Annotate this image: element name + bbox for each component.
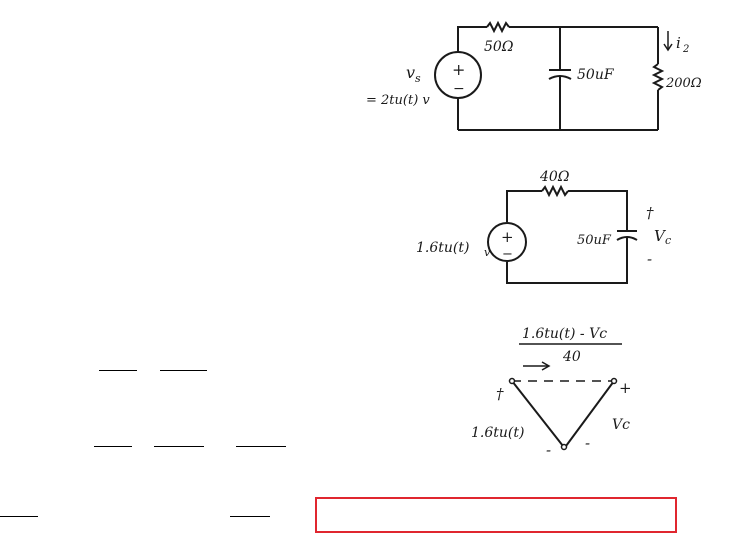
kvl-diagram: 1.6tu(t) - Vc 40 † + 1.6tu(t) Vc - - xyxy=(471,326,632,459)
fraction-bar-3b xyxy=(230,516,270,517)
c1-top-wire-left xyxy=(457,26,487,52)
c2-source-minus: − xyxy=(502,247,513,262)
c1-voltage-source xyxy=(434,51,482,99)
c2-vc-subscript: c xyxy=(665,234,671,247)
c1-resistor-50-label: 50Ω xyxy=(484,39,514,55)
circuit-2: + − 40Ω 50uF 1.6tu(t) v † V c - xyxy=(416,169,671,284)
c2-voltage-source xyxy=(487,222,527,262)
fraction-bar-2b xyxy=(154,446,204,447)
c1-current-label: i xyxy=(676,34,681,52)
c2-vc-minus: - xyxy=(647,250,652,268)
c2-resistor-40-label: 40Ω xyxy=(539,169,570,185)
c2-right-wire-bottom xyxy=(506,238,628,284)
d3-denominator: 40 xyxy=(562,349,581,365)
d3-left-label: 1.6tu(t) xyxy=(471,425,524,441)
c1-source-value: = 2tu(t) v xyxy=(366,93,430,108)
c1-current-subscript: 2 xyxy=(682,44,689,55)
d3-left-leg xyxy=(511,380,564,447)
c1-source-name: v xyxy=(406,63,415,82)
c1-resistor-50-zigzag xyxy=(486,20,510,34)
d3-current-arrow-head xyxy=(541,361,551,371)
c1-cap-plate-bottom xyxy=(548,75,572,80)
c2-cap-plate-bottom xyxy=(616,236,638,241)
d3-right-label: Vc xyxy=(612,417,630,433)
fraction-bar-1a xyxy=(99,370,137,371)
d3-bottom-left-minus: - xyxy=(546,441,551,459)
fraction-bar-3a xyxy=(0,516,38,517)
answer-box[interactable] xyxy=(315,497,677,533)
c1-capacitor-label: 50uF xyxy=(577,67,615,83)
d3-right-plus: + xyxy=(619,379,632,397)
c2-vc-label: V xyxy=(654,227,667,245)
c2-source-unit: v xyxy=(484,246,491,259)
c2-vc-plus: † xyxy=(646,204,654,222)
c2-left-wire-top xyxy=(506,190,542,222)
c2-capacitor-label: 50uF xyxy=(577,233,612,248)
d3-numerator: 1.6tu(t) - Vc xyxy=(522,326,607,342)
fraction-bar-1b xyxy=(160,370,207,371)
c2-resistor-40-zigzag xyxy=(541,184,569,198)
d3-left-plus: † xyxy=(496,385,504,403)
c2-top-wire-right xyxy=(568,190,628,231)
c1-source-minus: − xyxy=(453,81,465,97)
d3-node-bottom xyxy=(560,443,568,451)
c2-source-label: 1.6tu(t) xyxy=(416,240,469,256)
c1-source-subscript: s xyxy=(415,72,421,85)
d3-node-left xyxy=(508,377,516,385)
fraction-bar-2c xyxy=(236,446,286,447)
circuit-1: + − 50Ω 50uF 200Ω i 2 v s = 2tu(t) v xyxy=(366,20,702,131)
fraction-bar-2a xyxy=(94,446,132,447)
c1-resistor-200-zigzag xyxy=(651,63,665,91)
c2-source-plus: + xyxy=(501,228,514,246)
c1-source-plus: + xyxy=(452,60,465,79)
d3-node-right xyxy=(610,377,618,385)
c1-resistor-200-label: 200Ω xyxy=(665,76,702,91)
d3-bottom-right-minus: - xyxy=(585,434,590,452)
d3-right-leg xyxy=(565,380,615,447)
c1-current-arrow-head xyxy=(663,43,673,52)
